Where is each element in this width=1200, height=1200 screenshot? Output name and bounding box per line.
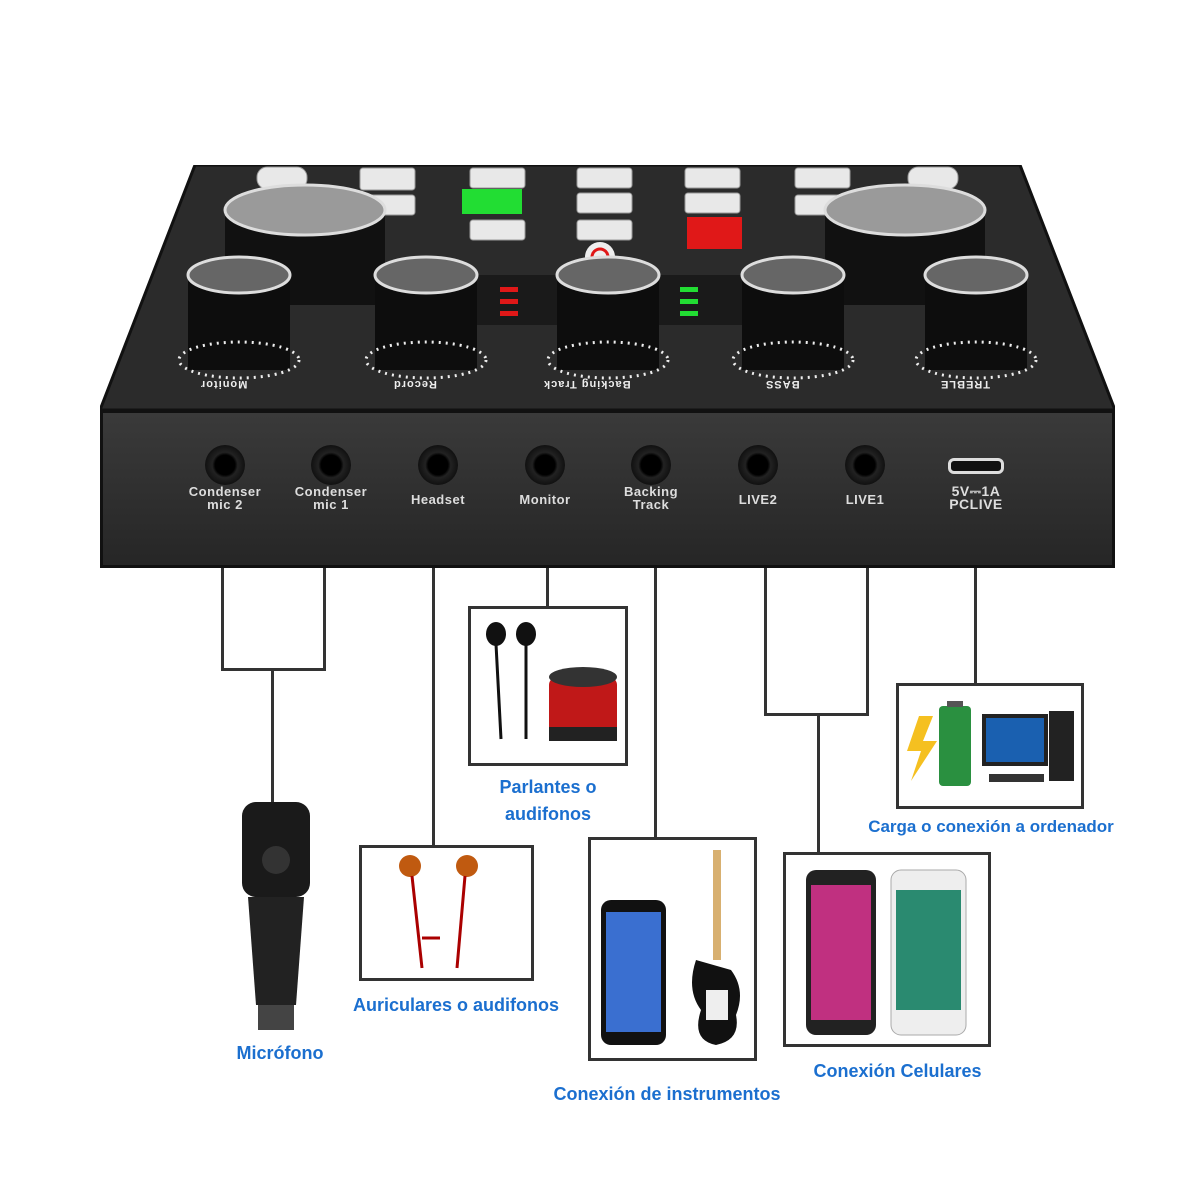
caption-earphones: Auriculares o audifonos	[352, 995, 560, 1015]
knob-label-bass: BASS	[765, 378, 800, 390]
earphones-icon	[399, 855, 478, 969]
port-label: Headset	[410, 492, 466, 507]
caption-computer: Carga o conexión a ordenador	[868, 817, 1114, 836]
computer-box	[896, 683, 1084, 809]
earphones-box	[359, 845, 534, 981]
connector-line	[221, 568, 224, 670]
connector-line	[271, 668, 274, 803]
connector-line	[817, 713, 820, 853]
jack-live2[interactable]	[738, 445, 778, 485]
port-label: Monitor	[519, 492, 571, 507]
caption-microphone: Micrófono	[236, 1043, 324, 1063]
speakers-headphones-box	[468, 606, 628, 766]
connector-line	[866, 568, 869, 716]
knob-label-backing-track: Backing Track	[543, 378, 631, 390]
jack-backing-track[interactable]	[631, 445, 671, 485]
knob-label-monitor: Monitor	[200, 378, 248, 390]
connector-line	[432, 568, 435, 846]
connector-line	[546, 568, 549, 608]
battery-computer-icon	[907, 701, 1074, 786]
connector-line	[654, 568, 657, 838]
smartphones-icon	[806, 869, 967, 1036]
connector-line	[323, 568, 326, 670]
connector-line	[764, 713, 869, 716]
connector-line	[764, 568, 767, 716]
port-label: LIVE1	[845, 492, 885, 507]
port-label: LIVE2	[738, 492, 778, 507]
connector-line	[974, 568, 977, 684]
jack-live1[interactable]	[845, 445, 885, 485]
jack-headset[interactable]	[418, 445, 458, 485]
usb-port[interactable]	[948, 458, 1004, 474]
instruments-box	[588, 837, 757, 1061]
phone-guitar-icon	[601, 850, 740, 1045]
caption-instruments: Conexión de instrumentos	[553, 1084, 781, 1104]
jack-monitor[interactable]	[525, 445, 565, 485]
jack-condenser-mic-1[interactable]	[311, 445, 351, 485]
caption-phones: Conexión Celulares	[813, 1061, 982, 1081]
jack-condenser-mic-2[interactable]	[205, 445, 245, 485]
knob-label-record: Record	[393, 378, 437, 390]
mixer-top-panel	[100, 165, 1115, 412]
phones-box	[783, 852, 991, 1047]
knob-label-treble: TREBLE	[940, 378, 990, 390]
headphones-speaker-icon	[486, 622, 617, 741]
microphone-icon	[242, 802, 310, 1030]
